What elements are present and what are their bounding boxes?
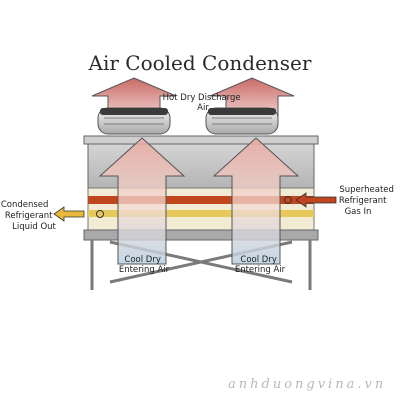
inlet-arrow-icon <box>295 192 337 208</box>
condensed-refrigerant-label: Condensed Refrigerant Liquid Out <box>1 200 57 232</box>
superheated-refrigerant-label: Superheated Refrigerant Gas In <box>339 185 397 217</box>
cool-air-label-right: Cool Dry Entering Air <box>235 255 286 275</box>
refrigerant-liquid-tube <box>88 210 314 217</box>
refrigerant-gas-tube <box>88 196 314 204</box>
cool-air-arrow-left <box>98 137 186 265</box>
cool-air-arrow-right <box>212 137 300 265</box>
watermark: anhduongvina.vn <box>228 377 386 392</box>
hot-air-label: Hot Dry Discharge Air <box>163 93 244 113</box>
diagram-title: Air Cooled Condenser <box>88 51 312 75</box>
fan-guard-icon <box>205 107 279 135</box>
outlet-arrow-icon <box>53 206 85 222</box>
fan-guard-icon <box>97 107 171 135</box>
cool-air-label-left: Cool Dry Entering Air <box>119 255 170 275</box>
